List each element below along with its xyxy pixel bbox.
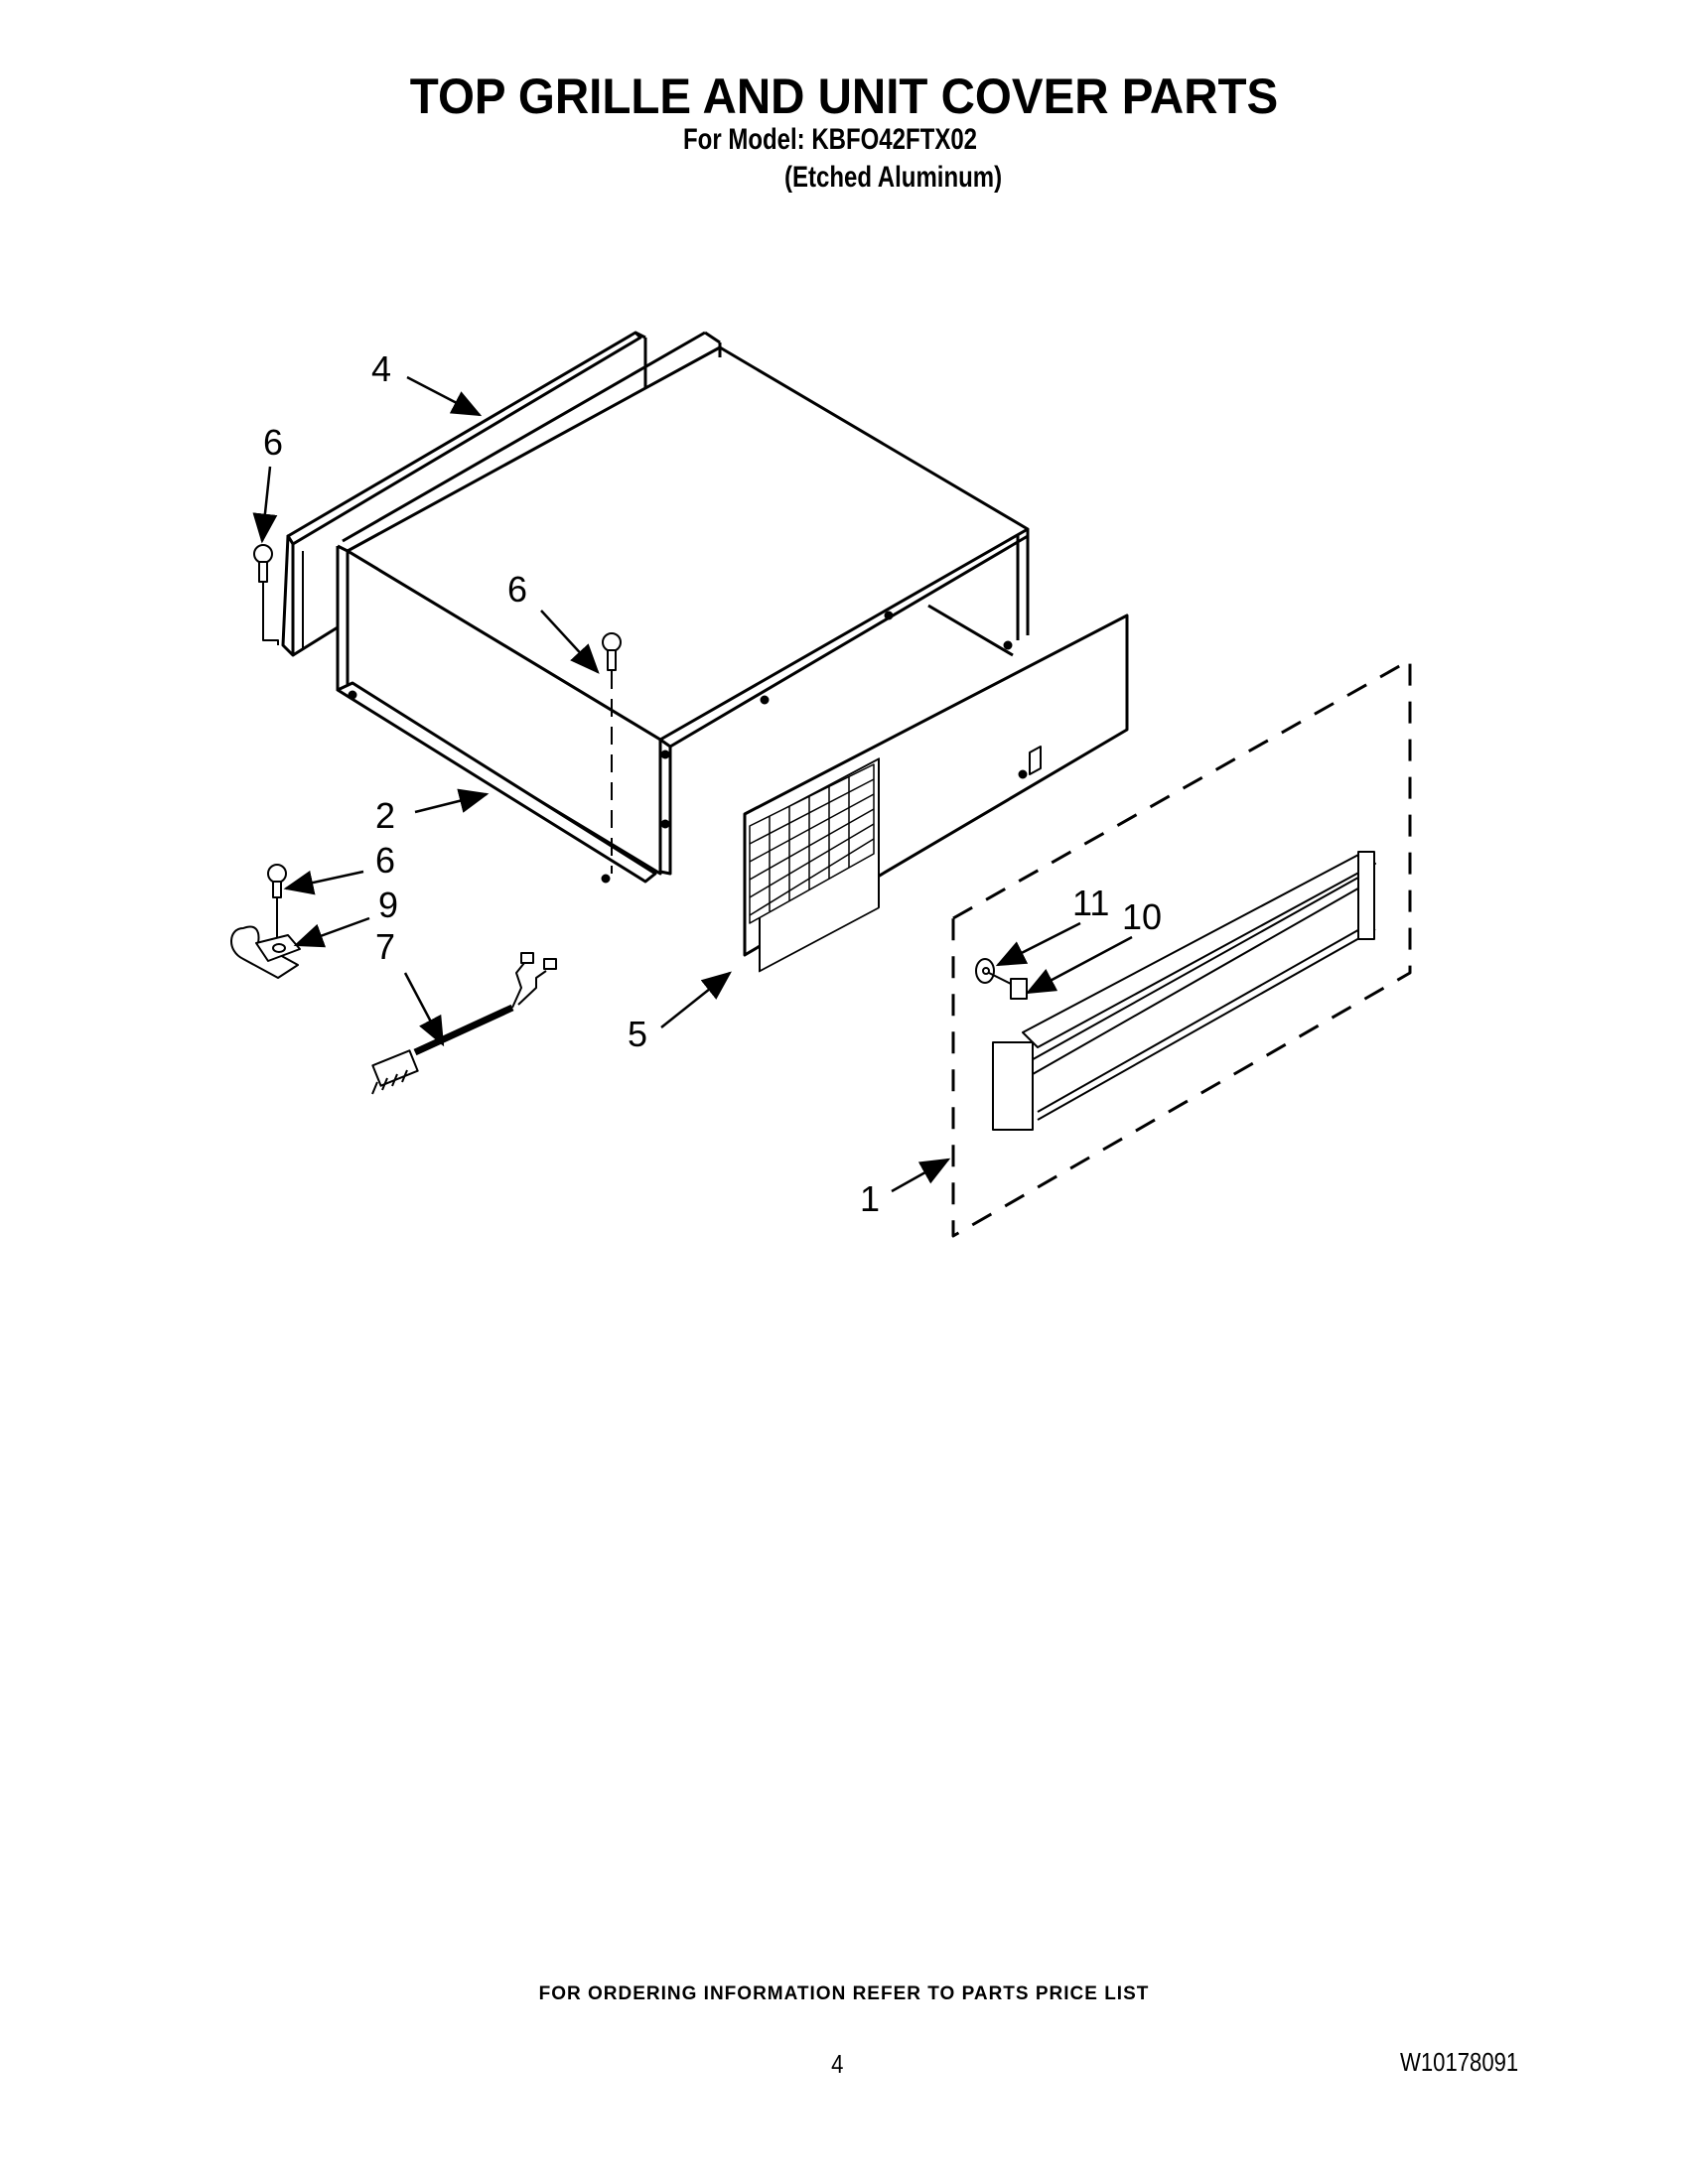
grille-vents	[749, 763, 875, 924]
callout-10: 10	[1122, 896, 1162, 937]
callout-6-left: 6	[263, 422, 283, 463]
model-line: For Model: KBFO42FTX02	[683, 123, 978, 156]
callout-5: 5	[628, 1014, 647, 1054]
part-9-clamp	[230, 925, 301, 979]
part-1-grille-assembly	[951, 658, 1412, 1238]
part-7-wire-harness	[371, 952, 557, 1095]
part-2-unit-cover	[336, 331, 1030, 884]
callout-labels: 4 6 6 2 6 9 7 5 11 10 1	[263, 348, 1162, 1219]
document-number: W10178091	[1400, 2047, 1519, 2077]
screw-6-lower	[267, 864, 287, 938]
screw-6-center	[602, 632, 622, 874]
callout-11: 11	[1072, 883, 1109, 923]
callout-4: 4	[371, 348, 391, 389]
part-10-clip	[988, 972, 1028, 1000]
page-title: TOP GRILLE AND UNIT COVER PARTS	[409, 68, 1279, 124]
callout-7: 7	[375, 926, 395, 967]
callout-9: 9	[378, 885, 398, 925]
callout-2: 2	[375, 795, 395, 836]
callout-6-center: 6	[507, 569, 527, 610]
callout-1: 1	[860, 1178, 880, 1219]
ordering-note: FOR ORDERING INFORMATION REFER TO PARTS …	[538, 1983, 1150, 2004]
finish-line: (Etched Aluminum)	[784, 161, 1003, 194]
part-4-rear-panel	[281, 331, 647, 657]
screw-6-left	[253, 544, 279, 645]
leader-lines	[252, 375, 1133, 1193]
part-11-grommet	[975, 958, 995, 984]
page-number: 4	[831, 2049, 844, 2079]
callout-6-lower: 6	[375, 840, 395, 881]
